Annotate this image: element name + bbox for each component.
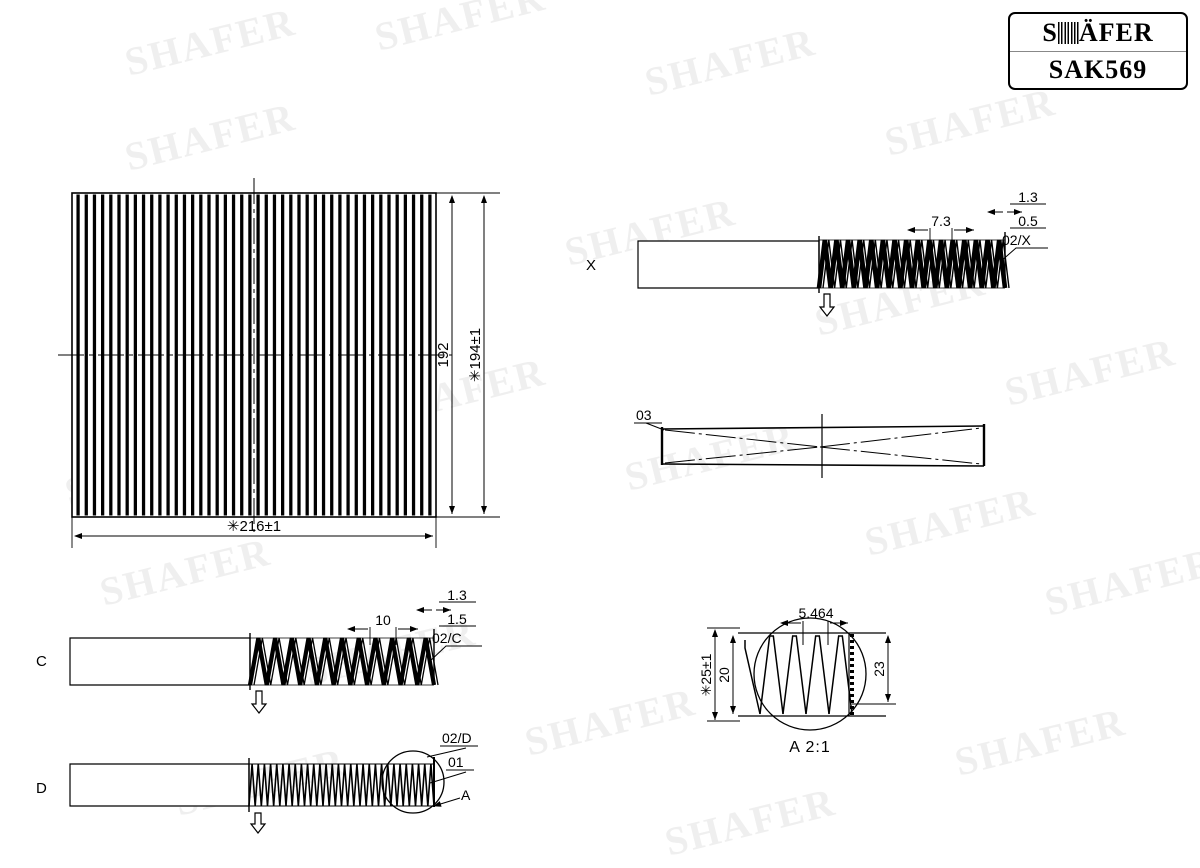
section-c-material-callout: 02/C — [432, 630, 462, 646]
section-c-view: C 10 1.3 1.5 02/C — [36, 587, 482, 714]
front-width-dim: ✳216±1 — [227, 518, 281, 535]
section-c-label: C — [36, 653, 47, 670]
section-c-thickness-dim: 1.5 — [447, 611, 467, 627]
section-d-frame-callout: 01 — [448, 754, 464, 770]
pleated-filter-h-icon — [1057, 22, 1079, 44]
section-x-pleats — [816, 239, 1010, 289]
brand-name: S ÄFER — [1010, 18, 1186, 48]
section-d-material-callout: 02/D — [442, 730, 472, 746]
section-x-gap-dim: 1.3 — [1018, 189, 1038, 205]
section-c-gap-dim: 1.3 — [447, 587, 467, 603]
section-d-pleats — [248, 763, 435, 807]
section-x-pitch-dim: 7.3 — [931, 213, 951, 229]
section-d-label: D — [36, 780, 47, 797]
section-x-view: X 7.3 1.3 0.5 02/X — [586, 189, 1048, 317]
detail-a-pitch-dim: 5.464 — [798, 605, 833, 621]
section-d-detail-ref: A — [461, 787, 471, 803]
detail-a-pleats — [744, 635, 853, 715]
front-height-inner-dim: 192 — [435, 342, 452, 367]
detail-a-view: 20 ✳25±1 23 5.464 A 2:1 — [698, 605, 896, 756]
part-number: SAK569 — [1048, 55, 1148, 84]
detail-a-caption: A 2:1 — [789, 739, 830, 756]
section-c-pleats — [247, 637, 439, 686]
edge-profile-view: 03 — [634, 407, 986, 478]
front-pleated-face-view: 192 ✳194±1 ✳216±1 — [58, 178, 500, 548]
front-height-outer-dim: ✳194±1 — [467, 328, 484, 382]
section-x-material-callout: 02/X — [1002, 232, 1031, 248]
logo-divider — [1010, 51, 1186, 52]
section-d-view: D 02/D 01 A — [36, 730, 478, 834]
brand-prefix: S — [1042, 18, 1058, 47]
edge-material-callout: 03 — [636, 407, 652, 423]
detail-a-inner-height-dim: 23 — [871, 661, 887, 677]
brand-logo-box: S ÄFER SAK569 — [1008, 12, 1188, 90]
detail-a-overall-height-dim: ✳25±1 — [698, 653, 714, 696]
section-x-thickness-dim: 0.5 — [1018, 213, 1038, 229]
section-c-pitch-dim: 10 — [375, 612, 391, 628]
detail-a-pleat-height-dim: 20 — [716, 667, 732, 683]
section-x-label: X — [586, 257, 596, 274]
brand-suffix: ÄFER — [1078, 18, 1154, 47]
